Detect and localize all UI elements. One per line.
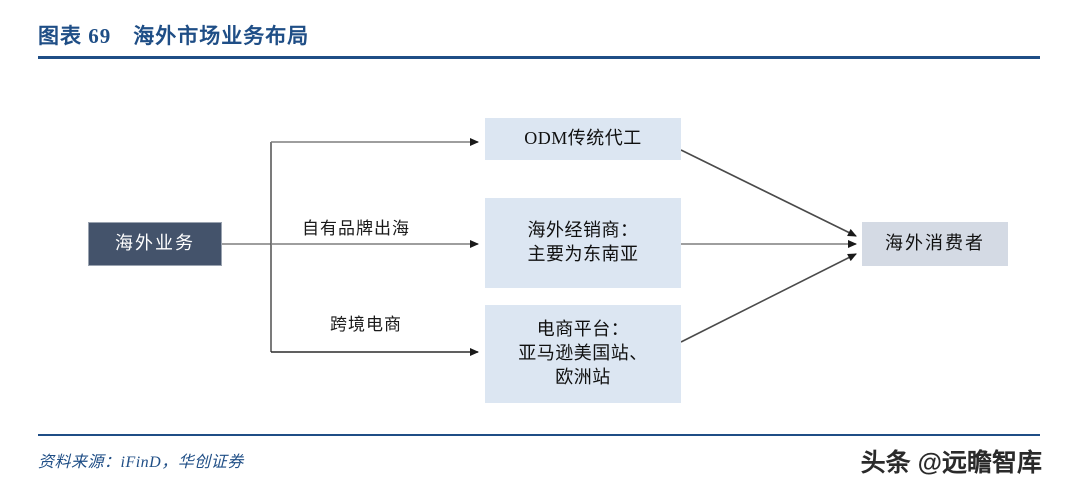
node-ecommerce-platform-line2: 亚马逊美国站、 xyxy=(518,343,648,364)
edge-label-cross-border: 跨境电商 xyxy=(330,315,402,334)
source-note: 资料来源：iFinD，华创证券 xyxy=(38,454,244,471)
node-overseas-business-label: 海外业务 xyxy=(115,233,195,254)
node-odm-oem[interactable]: ODM传统代工 xyxy=(485,118,681,160)
watermark: 头条 @远瞻智库 xyxy=(860,449,1042,477)
header-divider xyxy=(38,56,1040,59)
node-overseas-distributor-line1: 海外经销商： xyxy=(527,220,639,241)
node-overseas-consumer[interactable]: 海外消费者 xyxy=(862,222,1008,266)
edge-label-own-brand: 自有品牌出海 xyxy=(302,219,410,238)
footer-divider xyxy=(38,434,1040,436)
node-ecommerce-platform-line1: 电商平台： xyxy=(536,319,630,340)
node-overseas-consumer-label: 海外消费者 xyxy=(885,233,985,254)
node-ecommerce-platform-line3: 欧洲站 xyxy=(555,366,611,387)
node-overseas-business[interactable]: 海外业务 xyxy=(88,222,222,266)
edge-ecommerce-to-consumer xyxy=(680,253,857,343)
page-title: 图表 69 海外市场业务布局 xyxy=(38,24,310,48)
node-ecommerce-platform[interactable]: 电商平台： 亚马逊美国站、 欧洲站 xyxy=(485,305,681,403)
diagram-canvas: 海外业务 ODM传统代工 海外经销商： 主要为东南亚 电商平台： 亚马逊美国站、… xyxy=(0,70,1080,420)
node-overseas-distributor-line2: 主要为东南亚 xyxy=(527,244,639,264)
edge-odm-to-consumer xyxy=(680,149,857,237)
connector-layer xyxy=(222,138,857,356)
node-ecommerce-platform-text: 电商平台： 亚马逊美国站、 欧洲站 xyxy=(518,318,648,389)
node-odm-oem-label: ODM传统代工 xyxy=(524,128,642,149)
node-overseas-distributor[interactable]: 海外经销商： 主要为东南亚 xyxy=(485,198,681,288)
node-overseas-distributor-text: 海外经销商： 主要为东南亚 xyxy=(528,219,639,267)
